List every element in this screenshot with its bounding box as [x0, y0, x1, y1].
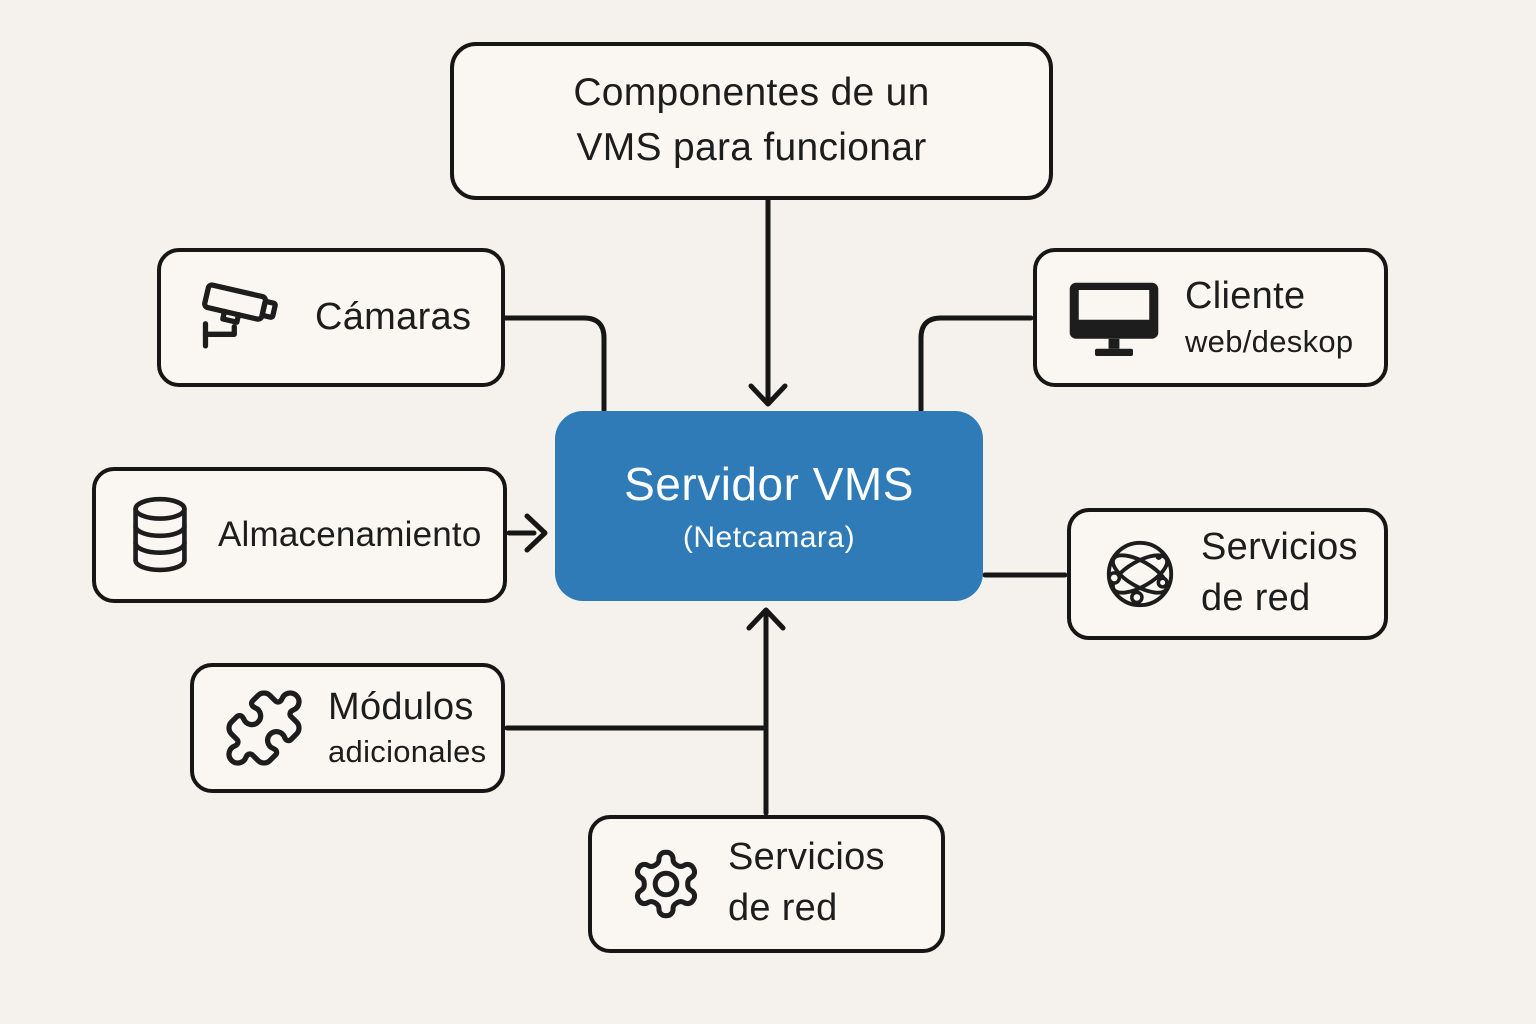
servicios-red-abajo-box: Servicios de red [588, 815, 945, 953]
title-line-2: VMS para funcionar [576, 126, 927, 169]
title-line-1: Componentes de un [573, 71, 930, 115]
servicios-abajo-label: Servicios [728, 836, 885, 879]
servicios-red-der-box: Servicios de red [1067, 508, 1388, 640]
modulos-label: Módulos [328, 685, 474, 728]
gear-icon [634, 849, 698, 919]
modulos-adicionales-box: Módulos adicionales [190, 663, 505, 793]
almacenamiento-box: Almacenamiento [92, 467, 507, 603]
puzzle-icon [226, 690, 302, 766]
modulos-sublabel: adicionales [328, 734, 487, 770]
title-box: Componentes de un VMS para funcionar [450, 42, 1053, 200]
arrowhead-down-icon [748, 383, 788, 407]
cliente-box: Cliente web/deskop [1033, 248, 1388, 387]
network-globe-icon [1106, 540, 1174, 608]
servidor-vms-subtitle: (Netcamara) [682, 521, 856, 554]
camaras-box: Cámaras [157, 248, 505, 387]
almacenamiento-label: Almacenamiento [218, 514, 482, 554]
cctv-camera-icon [202, 281, 278, 348]
monitor-icon [1069, 282, 1159, 356]
servidor-vms-title: Servidor VMS [624, 458, 914, 510]
connector-cliente-to-center [918, 315, 1034, 413]
connector-camaras-to-center [502, 315, 607, 413]
arrowhead-up-icon [746, 607, 786, 631]
servicios-abajo-sublabel: de red [728, 887, 838, 930]
servicios-der-sublabel: de red [1201, 577, 1311, 620]
cliente-label: Cliente [1185, 275, 1306, 318]
servidor-vms-box: Servidor VMS (Netcamara) [555, 411, 983, 601]
arrowhead-right-icon [524, 513, 548, 553]
camaras-label: Cámaras [315, 295, 472, 338]
servicios-der-label: Servicios [1201, 526, 1358, 569]
database-icon [133, 496, 187, 573]
cliente-sublabel: web/deskop [1185, 323, 1354, 359]
